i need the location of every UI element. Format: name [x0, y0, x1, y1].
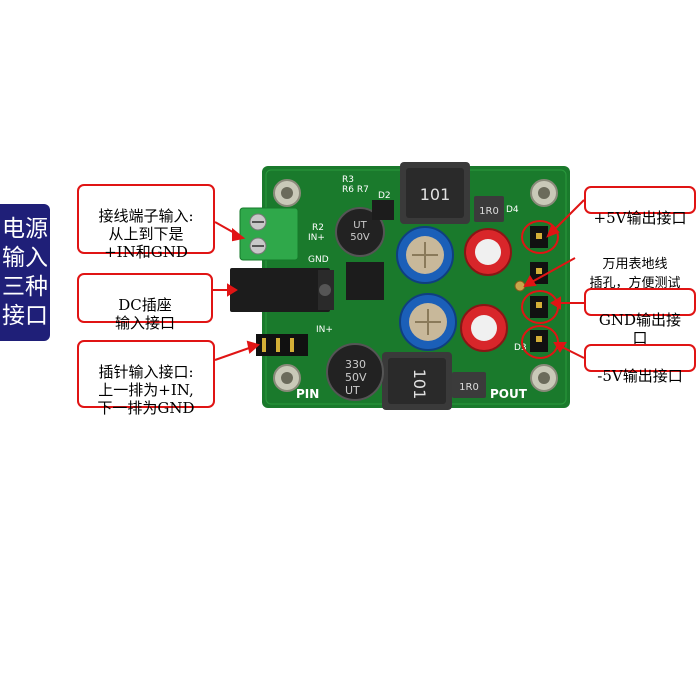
mounting-hole-icon: [273, 179, 558, 392]
svg-text:UT: UT: [345, 384, 360, 397]
silk-in-plus: IN+: [308, 233, 325, 243]
power-input-badge: 电源 输入 三种 接口: [0, 204, 50, 341]
gnd-highlight: [521, 290, 559, 324]
callout-pos5v-output: +5V输出接口: [584, 186, 696, 227]
svg-text:50V: 50V: [345, 371, 367, 384]
meter-ground-note-text: 万用表地线 插孔，方便测试: [589, 257, 681, 291]
svg-text:D4: D4: [506, 205, 519, 215]
pin-header: [256, 334, 308, 356]
terminal-block: [239, 207, 299, 261]
capacitor-blue-bottom: [399, 293, 457, 351]
svg-text:D2: D2: [378, 191, 391, 201]
capacitor-red-top: [464, 228, 512, 276]
svg-text:R3: R3: [342, 175, 354, 185]
silk-in-plus-2: IN+: [316, 325, 333, 335]
callout-gnd-output: GND输出接口: [584, 288, 696, 347]
callout-pos5v-text: +5V输出接口: [593, 209, 687, 227]
silk-pin: PIN: [296, 387, 319, 401]
callout-dc-jack: DC插座 输入接口: [77, 273, 213, 332]
pos5v-highlight: [521, 220, 559, 254]
silk-pout: POUT: [490, 387, 528, 401]
svg-text:UT: UT: [353, 220, 367, 231]
callout-pin-header-text: 插针输入接口: 上一排为+IN, 下一排为GND: [97, 363, 195, 417]
callout-gnd-text: GND输出接口: [598, 311, 682, 347]
svg-text:D3: D3: [514, 343, 527, 353]
callout-neg5v-output: -5V输出接口: [584, 344, 696, 385]
capacitor-black-bottom: 330 50V UT: [326, 343, 384, 401]
inductor-top: 101: [400, 162, 470, 224]
dc-jack: [230, 268, 334, 312]
svg-text:1R0: 1R0: [459, 382, 479, 393]
svg-text:330: 330: [345, 358, 366, 371]
capacitor-red-bottom: [460, 304, 508, 352]
neg5v-highlight: [521, 325, 559, 359]
callout-neg5v-text: -5V输出接口: [597, 367, 683, 385]
svg-text:R6 R7: R6 R7: [342, 185, 369, 195]
callout-terminal-text: 接线端子输入: 从上到下是 +IN和GND: [98, 207, 194, 261]
callout-pin-header: 插针输入接口: 上一排为+IN, 下一排为GND: [77, 340, 215, 417]
capacitor-blue-top: [396, 226, 454, 284]
svg-text:50V: 50V: [350, 232, 370, 243]
svg-text:1R0: 1R0: [479, 206, 499, 217]
callout-dc-jack-text: DC插座 输入接口: [114, 296, 175, 332]
meter-ground-note: 万用表地线 插孔，方便测试: [575, 236, 695, 291]
callout-terminal-input: 接线端子输入: 从上到下是 +IN和GND: [77, 184, 215, 261]
svg-text:101: 101: [420, 185, 451, 204]
svg-text:R2: R2: [312, 223, 324, 233]
power-input-badge-text: 电源 输入 三种 接口: [2, 215, 48, 329]
silk-gnd: GND: [308, 255, 329, 265]
svg-text:101: 101: [410, 369, 429, 400]
inductor-bottom: 101: [382, 352, 452, 410]
